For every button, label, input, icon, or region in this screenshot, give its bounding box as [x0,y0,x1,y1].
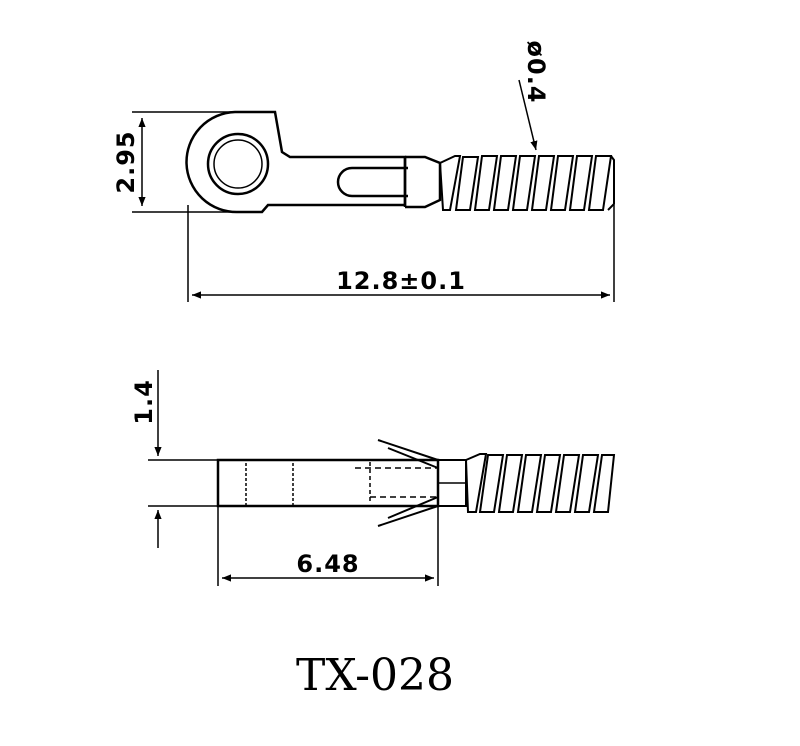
spring-coils [438,155,615,211]
body-rect [216,458,440,508]
crimp-collar [405,155,442,209]
dim-height-top-label: 2.95 [112,130,140,193]
side-view [216,439,616,527]
barb-top [377,439,439,469]
dim-body-length-label: 6.48 [296,550,359,578]
dim-diameter [518,79,538,151]
eyelet-hole [206,132,270,196]
top-view [185,110,615,214]
dim-total-length-label: 12.8±0.1 [336,267,466,295]
dim-height-top [132,111,238,213]
eyelet-outline [185,110,407,214]
knurl-band [245,459,294,507]
dim-thickness-label: 1.4 [130,379,158,425]
barb-bottom [377,496,439,527]
dim-thickness [148,370,218,548]
dim-diameter-label: ø0.4 [522,40,550,103]
dim-total-length [187,205,615,302]
model-number: TX-028 [296,650,454,701]
side-spring-coils [464,453,616,513]
shank-slot [336,166,408,198]
dim-body-length [217,506,439,586]
